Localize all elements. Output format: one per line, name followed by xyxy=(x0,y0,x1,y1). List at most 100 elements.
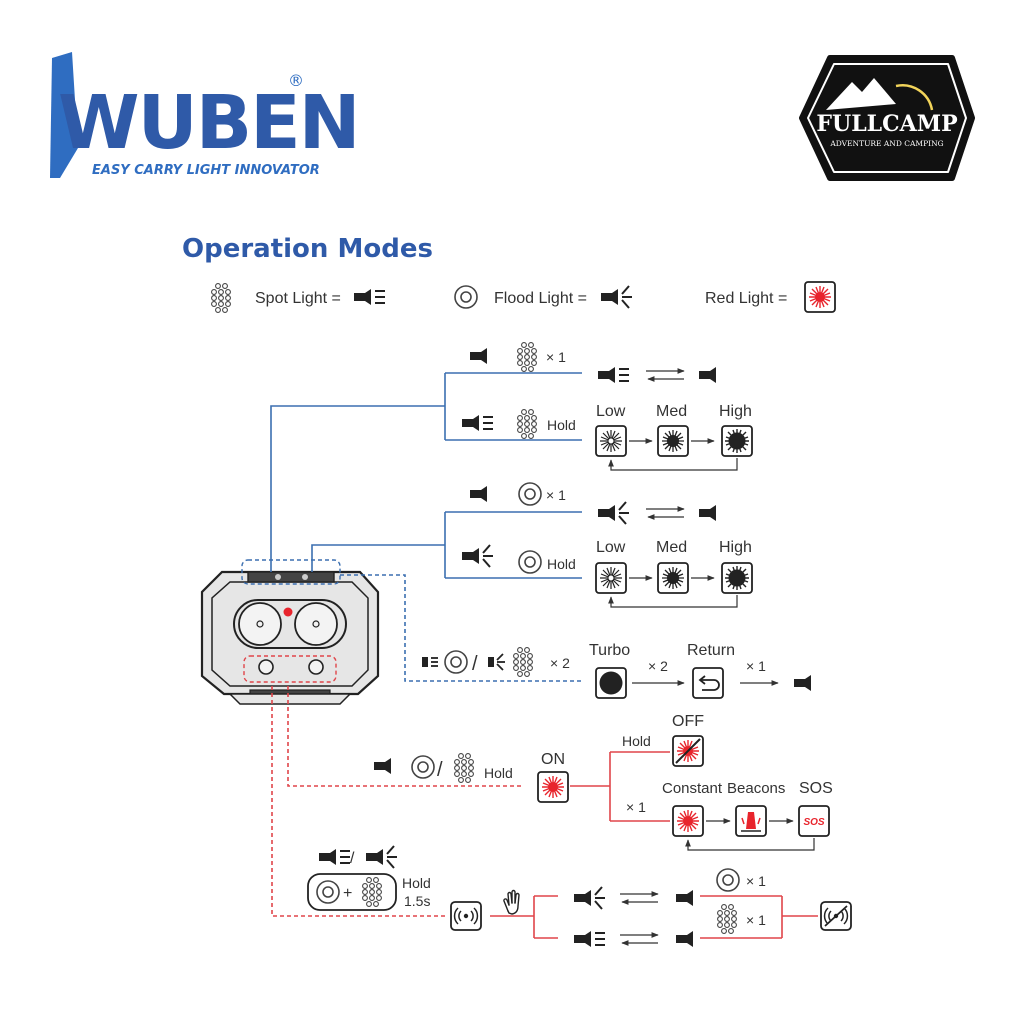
sos-icon: SOS xyxy=(798,805,830,837)
constant-label: Constant xyxy=(662,780,723,797)
spot-beam-icon xyxy=(354,289,385,305)
x2-label: × 2 xyxy=(648,658,668,674)
x1-label: × 1 xyxy=(746,658,766,674)
page-title: Operation Modes xyxy=(182,234,433,264)
hold-1-5-label-a: Hold xyxy=(402,875,431,891)
return-icon xyxy=(692,667,724,699)
red-light-icon xyxy=(537,771,569,803)
torch-icon xyxy=(676,890,693,906)
legend-flood-label: Flood Light = xyxy=(494,290,587,307)
fullcamp-tagline: ADVENTURE AND CAMPING xyxy=(829,139,943,148)
med-label: Med xyxy=(656,539,687,556)
flood-beam-icon xyxy=(574,887,605,909)
spot-led-cluster-icon xyxy=(454,753,474,783)
spot-led-cluster-icon xyxy=(211,283,231,313)
spot-beam-icon xyxy=(319,849,350,865)
flood-beam-small-icon xyxy=(488,653,505,671)
low-label: Low xyxy=(596,403,626,420)
spot-single-click-row: × 1 xyxy=(470,342,716,383)
x1-label: × 1 xyxy=(546,487,566,503)
spot-led-cluster-icon xyxy=(517,342,537,372)
red-off-icon xyxy=(672,735,704,767)
button-combo-frame xyxy=(307,873,397,911)
sensor-icon xyxy=(450,901,482,931)
flood-ring-icon xyxy=(518,550,542,574)
beacon-icon xyxy=(735,805,767,837)
flood-beam-icon xyxy=(462,545,493,567)
flood-ring-icon xyxy=(454,285,478,309)
legend-red-label: Red Light = xyxy=(705,290,787,307)
on-label: ON xyxy=(541,751,565,768)
sensor-row: / + Hold 1.5s × 1 × 1 xyxy=(307,846,852,947)
spot-led-cluster-icon xyxy=(717,904,737,934)
high-label: High xyxy=(719,403,752,420)
red-light-icon xyxy=(672,805,704,837)
torch-icon xyxy=(794,675,811,691)
off-label: OFF xyxy=(672,713,704,730)
red-light-row: / Hold ON Hold OFF × 1 Constant Beacons … xyxy=(374,713,833,851)
spot-beam-icon xyxy=(598,367,629,383)
flood-beam-icon xyxy=(601,286,632,308)
fullcamp-wordmark: FULLCAMP xyxy=(816,111,957,137)
wuben-logo: WUBEN ® EASY CARRY LIGHT INNOVATOR xyxy=(50,52,361,178)
legend: Spot Light = Flood Light = Red Light = xyxy=(211,281,836,313)
connector-lines xyxy=(270,372,818,939)
hold-label: Hold xyxy=(484,765,513,781)
legend-spot-label: Spot Light = xyxy=(255,290,341,307)
spot-led-cluster-icon xyxy=(513,647,533,677)
sensor-off-icon xyxy=(820,901,852,931)
spot-beam-small-icon xyxy=(422,657,438,667)
headlamp-icon xyxy=(200,559,380,705)
wuben-tagline: EASY CARRY LIGHT INNOVATOR xyxy=(92,163,320,178)
spot-led-cluster-icon xyxy=(517,409,537,439)
hold-label: Hold xyxy=(622,733,651,749)
brightness-high-icon xyxy=(721,562,753,594)
wuben-wordmark: WUBEN xyxy=(58,80,359,166)
turbo-label: Turbo xyxy=(589,642,630,659)
med-label: Med xyxy=(656,403,687,420)
flood-ring-icon xyxy=(716,868,740,892)
torch-icon xyxy=(374,758,391,774)
torch-icon xyxy=(470,486,487,502)
high-label: High xyxy=(719,539,752,556)
low-label: Low xyxy=(596,539,626,556)
slash-label: / xyxy=(472,653,478,675)
spot-beam-icon xyxy=(574,931,605,947)
hold-label: Hold xyxy=(547,417,576,433)
beacons-label: Beacons xyxy=(727,780,785,797)
brightness-med-icon xyxy=(657,562,689,594)
brightness-low-icon xyxy=(595,425,627,457)
spot-beam-icon xyxy=(462,415,493,431)
hand-wave-icon xyxy=(503,889,520,915)
registered-mark: ® xyxy=(288,71,304,90)
x1-label: × 1 xyxy=(746,912,766,928)
torch-icon xyxy=(676,931,693,947)
red-light-icon xyxy=(804,281,836,313)
turbo-row: / × 2 Turbo × 2 Return × 1 xyxy=(422,642,811,699)
brightness-med-icon xyxy=(657,425,689,457)
sos-icon-text: SOS xyxy=(803,817,824,828)
x1-label: × 1 xyxy=(546,349,566,365)
flood-ring-icon xyxy=(518,482,542,506)
flood-beam-icon xyxy=(598,502,629,524)
spot-hold-row: Hold Low Med High xyxy=(462,403,753,471)
brightness-low-icon xyxy=(595,562,627,594)
fullcamp-logo: FULLCAMP ADVENTURE AND CAMPING xyxy=(799,55,975,181)
x1-label: × 1 xyxy=(626,799,646,815)
flood-hold-row: Hold Low Med High xyxy=(462,539,753,608)
sos-label: SOS xyxy=(799,780,833,797)
flood-ring-icon xyxy=(444,650,468,674)
torch-icon xyxy=(470,348,487,364)
brightness-high-icon xyxy=(721,425,753,457)
hold-label: Hold xyxy=(547,556,576,572)
x2-label: × 2 xyxy=(550,655,570,671)
slash-label: / xyxy=(350,850,355,867)
flood-ring-icon xyxy=(411,755,435,779)
hold-1-5-label-b: 1.5s xyxy=(404,893,430,909)
x1-label: × 1 xyxy=(746,873,766,889)
turbo-icon xyxy=(595,667,627,699)
return-label: Return xyxy=(687,642,735,659)
torch-icon xyxy=(699,367,716,383)
slash-label: / xyxy=(437,759,443,781)
